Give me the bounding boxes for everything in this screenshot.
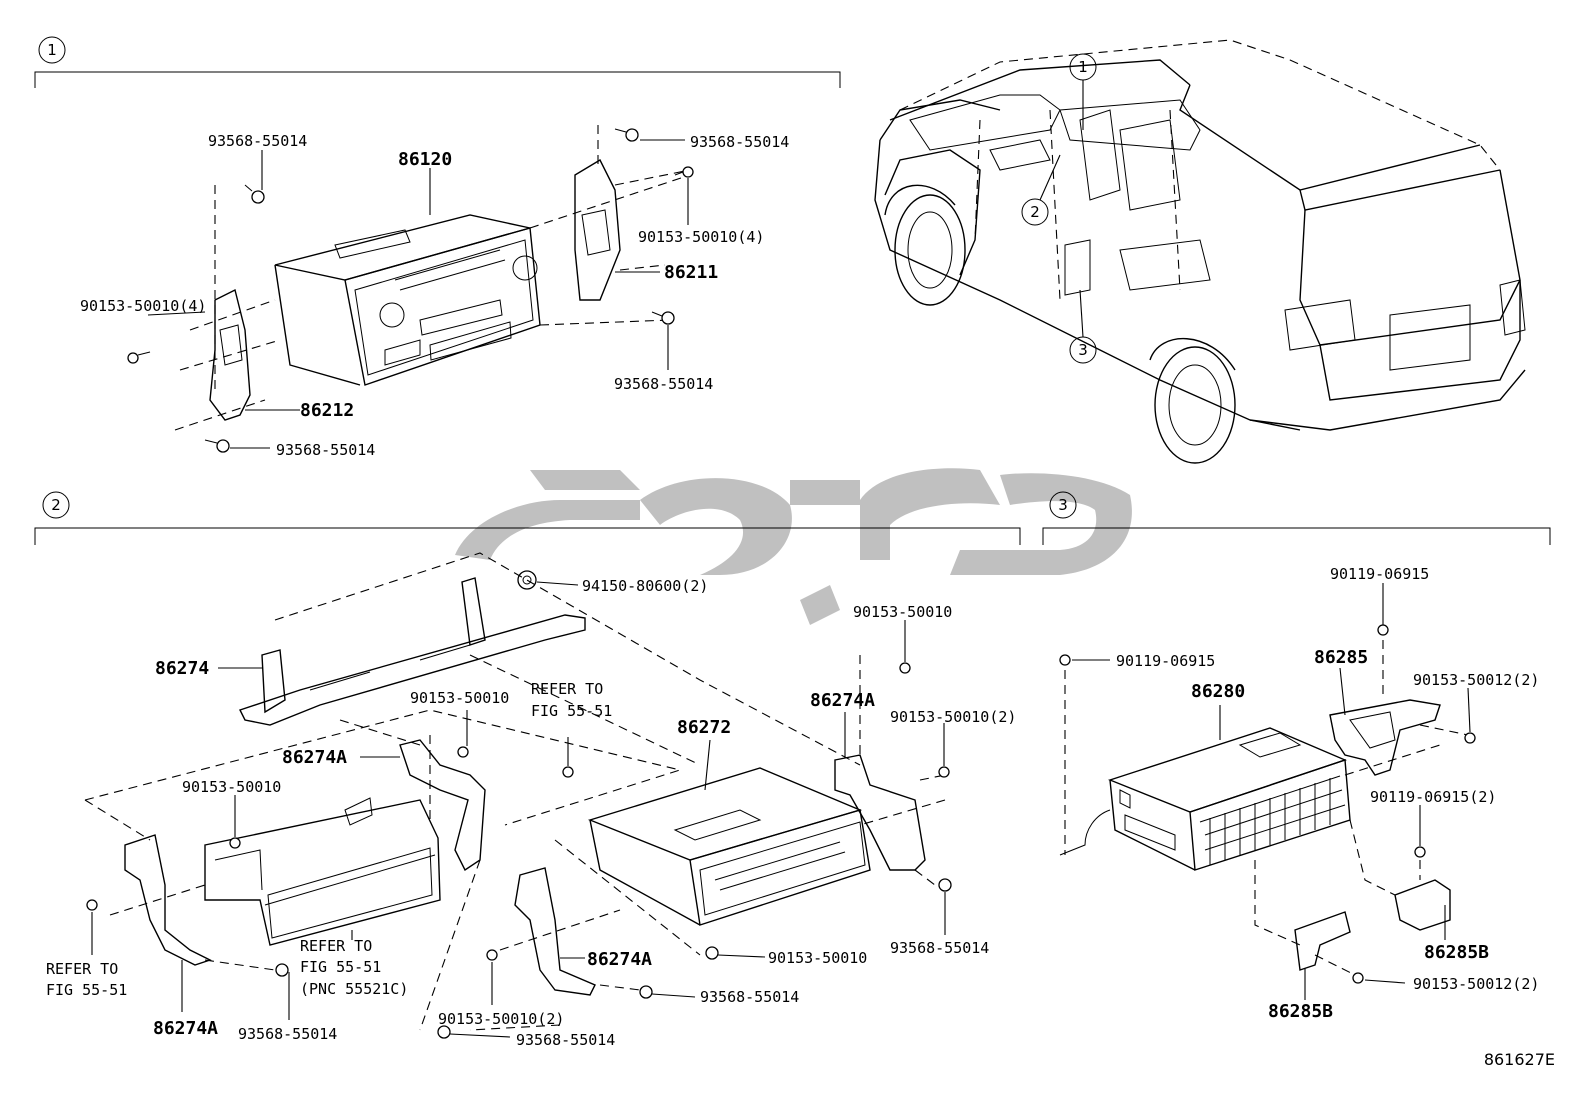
watermark-logo bbox=[455, 468, 1132, 625]
bolt-icon bbox=[1377, 624, 1389, 636]
screw-icon bbox=[204, 439, 230, 453]
label-90153-50010-left: 90153-50010 bbox=[182, 778, 281, 796]
pnc-86274A-mid-right: 86274A bbox=[810, 690, 875, 711]
label-90153-50010-4-left: 90153-50010(4) bbox=[80, 297, 206, 315]
changer-unit-86272 bbox=[587, 739, 871, 926]
screw-icon bbox=[437, 1025, 451, 1039]
label-93568-55014-bottom-mid1: 93568-55014 bbox=[700, 988, 799, 1006]
bracket-86274A-right bbox=[834, 712, 926, 871]
section-2-number: 2 bbox=[51, 496, 61, 514]
bracket-86274A-mid bbox=[360, 739, 486, 872]
label-90153-50012-2-top: 90153-50012(2) bbox=[1413, 671, 1539, 689]
label-90153-50010-upper-right: 90153-50010 bbox=[853, 603, 952, 621]
pnc-86274A-bottom-left: 86274A bbox=[153, 1018, 218, 1039]
bracket-86212 bbox=[209, 288, 300, 421]
refer-pocket-line3: (PNC 55521C) bbox=[300, 980, 408, 998]
bolt-icon bbox=[1464, 732, 1476, 744]
label-90153-50010-upper: 90153-50010 bbox=[410, 689, 509, 707]
label-90153-50010-2-bottom: 90153-50010(2) bbox=[438, 1010, 564, 1028]
screw-icon bbox=[938, 878, 952, 892]
label-93568-55014-bottom-mid2: 93568-55014 bbox=[516, 1031, 615, 1049]
pnc-86274: 86274 bbox=[155, 658, 209, 679]
bracket-86274A-left bbox=[124, 834, 212, 1012]
label-90119-06915-top: 90119-06915 bbox=[1330, 565, 1429, 583]
pnc-86285B-bottom: 86285B bbox=[1268, 1001, 1333, 1022]
head-unit-86120 bbox=[274, 168, 541, 386]
bolt-icon bbox=[457, 746, 469, 758]
label-94150-80600: 94150-80600(2) bbox=[582, 577, 708, 595]
label-93568-55014-right: 93568-55014 bbox=[890, 939, 989, 957]
screw-icon bbox=[244, 184, 265, 204]
amplifier-86280 bbox=[1059, 705, 1351, 871]
bolt-icon bbox=[938, 766, 950, 778]
pnc-86211: 86211 bbox=[664, 262, 718, 283]
refer-left-line2: FIG 55-51 bbox=[46, 981, 127, 999]
vehicle-illustration: 1 2 3 bbox=[874, 39, 1526, 464]
vehicle-callout-3: 3 bbox=[1078, 341, 1088, 359]
label-90153-50010-bottom: 90153-50010 bbox=[768, 949, 867, 967]
section-3-diagram: 86280 86285 86285B 86285B 90119-06915 90… bbox=[1059, 565, 1539, 1022]
bolt-icon bbox=[674, 166, 694, 178]
label-93568-55014-bottom-left: 93568-55014 bbox=[238, 1025, 337, 1043]
pnc-86274A-mid-left: 86274A bbox=[282, 747, 347, 768]
screw-icon bbox=[275, 963, 289, 977]
pnc-86120: 86120 bbox=[398, 149, 452, 170]
label-90119-06915-2: 90119-06915(2) bbox=[1370, 788, 1496, 806]
pnc-86280: 86280 bbox=[1191, 681, 1245, 702]
label-90153-50010-2-right: 90153-50010(2) bbox=[890, 708, 1016, 726]
refer-left-line1: REFER TO bbox=[46, 960, 118, 978]
label-90153-50012-2-bottom: 90153-50012(2) bbox=[1413, 975, 1539, 993]
pnc-86285B-right: 86285B bbox=[1424, 942, 1489, 963]
bolt-icon bbox=[1059, 654, 1071, 666]
vehicle-callout-2: 2 bbox=[1030, 203, 1040, 221]
refer-pocket-line1: REFER TO bbox=[300, 937, 372, 955]
refer-upper-line1: REFER TO bbox=[531, 680, 603, 698]
pnc-86212: 86212 bbox=[300, 400, 354, 421]
nut-icon bbox=[517, 570, 537, 590]
bracket-86211 bbox=[574, 159, 660, 301]
bolt-icon bbox=[86, 899, 98, 911]
bracket-86274A-bottom bbox=[514, 867, 596, 996]
section-3-number: 3 bbox=[1058, 496, 1068, 514]
label-93568-55014-d: 93568-55014 bbox=[276, 441, 375, 459]
screw-icon bbox=[614, 128, 639, 142]
refer-pocket-line2: FIG 55-51 bbox=[300, 958, 381, 976]
label-93568-55014-a: 93568-55014 bbox=[208, 132, 307, 150]
bolt-icon bbox=[229, 837, 241, 849]
bracket-86285B-right bbox=[1394, 879, 1451, 940]
pnc-86274A-bottom-mid: 86274A bbox=[587, 949, 652, 970]
bolt-icon bbox=[127, 351, 151, 364]
section-2-diagram: 86274 86274A 86274A 86274A 86274A 86272 … bbox=[46, 552, 1016, 1049]
bolt-icon bbox=[562, 766, 574, 778]
vehicle-callout-1: 1 bbox=[1078, 58, 1088, 76]
refer-upper-line2: FIG 55-51 bbox=[531, 702, 612, 720]
figure-code: 861627E bbox=[1484, 1050, 1555, 1069]
screw-icon bbox=[705, 946, 719, 960]
label-90119-06915-left: 90119-06915 bbox=[1116, 652, 1215, 670]
section-2-header: 2 bbox=[34, 491, 1021, 545]
bolt-icon bbox=[486, 949, 498, 961]
pocket-55521C bbox=[204, 797, 441, 946]
pnc-86272: 86272 bbox=[677, 717, 731, 738]
label-93568-55014-b: 93568-55014 bbox=[690, 133, 789, 151]
bracket-86285B-bottom bbox=[1294, 911, 1351, 1000]
section-3-header: 3 bbox=[1042, 491, 1551, 545]
pnc-86285: 86285 bbox=[1314, 647, 1368, 668]
section-1-header: 1 bbox=[34, 36, 841, 88]
section-1-number: 1 bbox=[47, 41, 57, 59]
label-93568-55014-c: 93568-55014 bbox=[614, 375, 713, 393]
bracket-86285 bbox=[1329, 667, 1441, 776]
bolt-icon bbox=[899, 662, 911, 674]
screw-icon bbox=[651, 311, 675, 325]
section-1-diagram: 86120 86211 86212 93568-55014 93568-5501… bbox=[80, 125, 789, 459]
bolt-icon bbox=[1414, 846, 1426, 858]
screw-icon bbox=[639, 985, 653, 999]
label-90153-50010-4-right: 90153-50010(4) bbox=[638, 228, 764, 246]
bracket-86274 bbox=[218, 577, 586, 726]
bolt-icon bbox=[1352, 972, 1364, 984]
